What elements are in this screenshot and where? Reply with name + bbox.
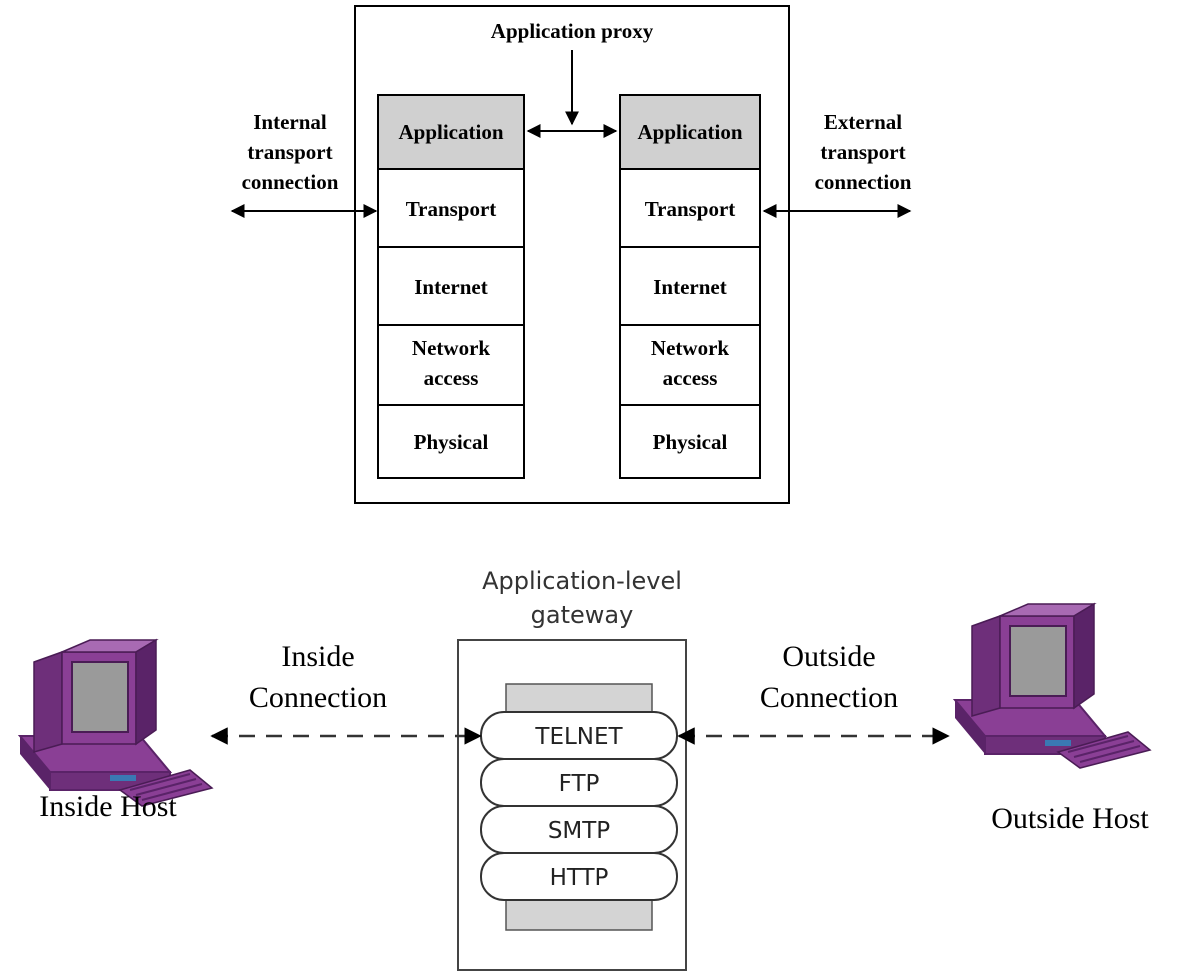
left-layer-transport: Transport (406, 197, 497, 221)
left-layer-physical: Physical (414, 430, 489, 454)
internal-label-line1: Internal (253, 110, 327, 134)
external-label-line2: transport (820, 140, 905, 164)
internal-label-line2: transport (247, 140, 332, 164)
right-layer-network-box (619, 324, 761, 406)
right-layer-internet-box (619, 246, 761, 326)
left-layer-transport-box (377, 168, 525, 248)
right-layer-physical: Physical (653, 430, 728, 454)
right-layer-application-box (619, 94, 761, 170)
outside-host-computer-icon (952, 602, 1152, 769)
left-layer-network-line2: access (424, 366, 479, 390)
right-layer-transport-box (619, 168, 761, 248)
left-layer-application-box (377, 94, 525, 170)
inside-connection-line2: Connection (249, 681, 387, 714)
protocol-http: HTTP (550, 865, 609, 891)
right-layer-network-line1: Network (651, 336, 729, 360)
outside-connection-line2: Connection (760, 681, 898, 714)
proxy-outer-box (354, 5, 790, 504)
right-layer-application: Application (637, 120, 742, 144)
left-layer-physical-box (377, 404, 525, 479)
gateway-title-line1: Application-level (482, 567, 682, 595)
inside-connection-line1: Inside (281, 640, 354, 673)
gateway-title-line2: gateway (531, 601, 634, 629)
left-layer-application: Application (398, 120, 503, 144)
protocol-telnet: TELNET (534, 724, 623, 750)
gateway-bottom-bar (505, 899, 653, 931)
right-layer-network-line2: access (663, 366, 718, 390)
right-layer-transport: Transport (645, 197, 736, 221)
right-layer-physical-box (619, 404, 761, 479)
outside-host-label: Outside Host (991, 802, 1149, 835)
left-layer-network-box (377, 324, 525, 406)
protocol-http-pill (480, 852, 678, 901)
left-layer-internet-box (377, 246, 525, 326)
left-layer-internet: Internet (414, 275, 487, 299)
protocol-ftp: FTP (559, 771, 600, 797)
inside-host-computer-icon (17, 638, 214, 807)
protocol-list: TELNET FTP SMTP HTTP (480, 711, 678, 901)
left-layer-network-line1: Network (412, 336, 490, 360)
protocol-smtp: SMTP (548, 818, 610, 844)
external-label-line3: connection (815, 170, 912, 194)
right-layer-internet: Internet (653, 275, 726, 299)
inside-host-label: Inside Host (39, 790, 177, 823)
external-label-line1: External (824, 110, 902, 134)
gateway-top-bar (505, 683, 653, 713)
left-protocol-stack: Application Transport Internet Network a… (377, 94, 525, 479)
proxy-title: Application proxy (491, 19, 654, 43)
outside-connection-line1: Outside (782, 640, 875, 673)
internal-label-line3: connection (242, 170, 339, 194)
right-protocol-stack: Application Transport Internet Network a… (619, 94, 761, 479)
